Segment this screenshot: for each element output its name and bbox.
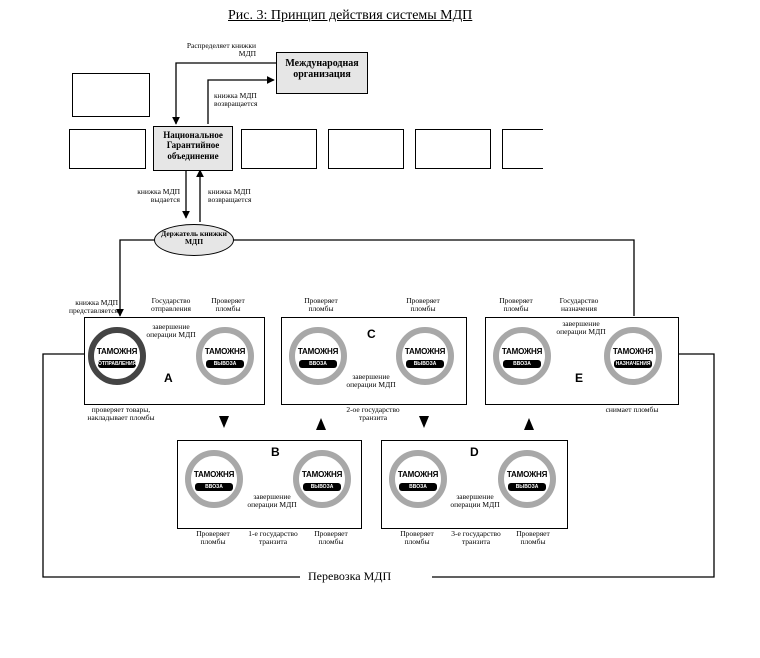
flow-d-to-e bbox=[524, 418, 534, 430]
arrow-carnet-presented bbox=[116, 239, 154, 317]
label-second-transit: 2-ое государство транзита bbox=[346, 405, 400, 422]
label-completion-c: завершение операции МДП bbox=[346, 372, 396, 389]
label-distributes: Распределяет книжки МДП bbox=[186, 41, 256, 58]
letter-a: A bbox=[164, 371, 173, 385]
ellipse-holder: Держатель книжки МДП bbox=[154, 224, 234, 256]
label-checks-goods: проверяет товары, накладывает пломбы bbox=[87, 405, 155, 422]
customs-entry-d: ТАМОЖНЯ ВВОЗА bbox=[389, 450, 447, 508]
label-checks-seals-c2: Проверяет пломбы bbox=[406, 296, 440, 313]
label-checks-seals-c1: Проверяет пломбы bbox=[304, 296, 338, 313]
customs-exit-c: ТАМОЖНЯ ВЫВОЗА bbox=[396, 327, 454, 385]
box-empty-top bbox=[72, 73, 150, 117]
customs-departure: ТАМОЖНЯ ОТПРАВЛЕНИЯ bbox=[88, 327, 146, 385]
label-checks-seals-a: Проверяет пломбы bbox=[211, 296, 245, 313]
label-country-destination: Государство назначения bbox=[559, 296, 599, 313]
label-carnet-presented: книжка МДП представляется bbox=[69, 298, 118, 315]
label-checks-seals-d1: Проверяет пломбы bbox=[400, 529, 434, 546]
label-first-transit: 1-е государство транзита bbox=[248, 529, 298, 546]
letter-b: B bbox=[271, 445, 280, 459]
box-country-2 bbox=[241, 129, 317, 169]
customs-entry-c: ТАМОЖНЯ ВВОЗА bbox=[289, 327, 347, 385]
customs-exit-d: ТАМОЖНЯ ВЫВОЗА bbox=[498, 450, 556, 508]
line-transport-loop bbox=[42, 353, 300, 578]
line-holder-to-e bbox=[232, 239, 635, 316]
arrow-distributes bbox=[172, 62, 276, 125]
flow-a-to-b bbox=[219, 416, 229, 428]
label-country-departure: Государство отправления bbox=[150, 296, 191, 313]
label-completion-b: завершение операции МДП bbox=[247, 492, 297, 509]
box-intl-org: Международная организация bbox=[276, 52, 368, 94]
diagram-title: Рис. 3: Принцип действия системы МДП bbox=[228, 8, 473, 23]
label-removes-seals: снимает пломбы bbox=[605, 405, 659, 414]
label-third-transit: 3-е государство транзита bbox=[451, 529, 501, 546]
label-checks-seals-e: Проверяет пломбы bbox=[499, 296, 533, 313]
holder-label: Держатель книжки МДП bbox=[161, 229, 227, 246]
customs-exit-b: ТАМОЖНЯ ВЫВОЗА bbox=[293, 450, 351, 508]
arrow-returned-top bbox=[207, 76, 275, 124]
label-returned-top: книжка МДП возвращается bbox=[214, 91, 258, 108]
intl-org-label: Международная организация bbox=[285, 58, 359, 80]
box-country-3 bbox=[328, 129, 404, 169]
label-checks-seals-b1: Проверяет пломбы bbox=[196, 529, 230, 546]
label-transport: Перевозка МДП bbox=[308, 569, 392, 583]
letter-c: C bbox=[367, 327, 376, 341]
box-country-4 bbox=[415, 129, 491, 169]
national-assoc-label: Национальное Гарантийное объединение bbox=[163, 130, 223, 161]
flow-b-to-c bbox=[316, 418, 326, 430]
customs-entry-b: ТАМОЖНЯ ВВОЗА bbox=[185, 450, 243, 508]
label-checks-seals-b2: Проверяет пломбы bbox=[314, 529, 348, 546]
customs-entry-e: ТАМОЖНЯ ВВОЗА bbox=[493, 327, 551, 385]
line-transport-loop-right bbox=[432, 353, 715, 578]
box-national-assoc: Национальное Гарантийное объединение bbox=[153, 126, 233, 171]
label-issued: книжка МДП выдается bbox=[137, 187, 180, 204]
label-completion-d: завершение операции МДП bbox=[450, 492, 500, 509]
label-completion-e: завершение операции МДП bbox=[556, 319, 606, 336]
box-country-5 bbox=[502, 129, 543, 169]
box-country-1 bbox=[69, 129, 146, 169]
label-returned-mid: книжка МДП возвращается bbox=[208, 187, 252, 204]
label-checks-seals-d2: Проверяет пломбы bbox=[516, 529, 550, 546]
customs-exit-a: ТАМОЖНЯ ВЫВОЗА bbox=[196, 327, 254, 385]
flow-c-to-d bbox=[419, 416, 429, 428]
letter-e: E bbox=[575, 371, 584, 385]
label-completion-a: завершение операции МДП bbox=[146, 322, 196, 339]
customs-destination: ТАМОЖНЯ НАЗНАЧЕНИЯ bbox=[604, 327, 662, 385]
letter-d: D bbox=[470, 445, 479, 459]
